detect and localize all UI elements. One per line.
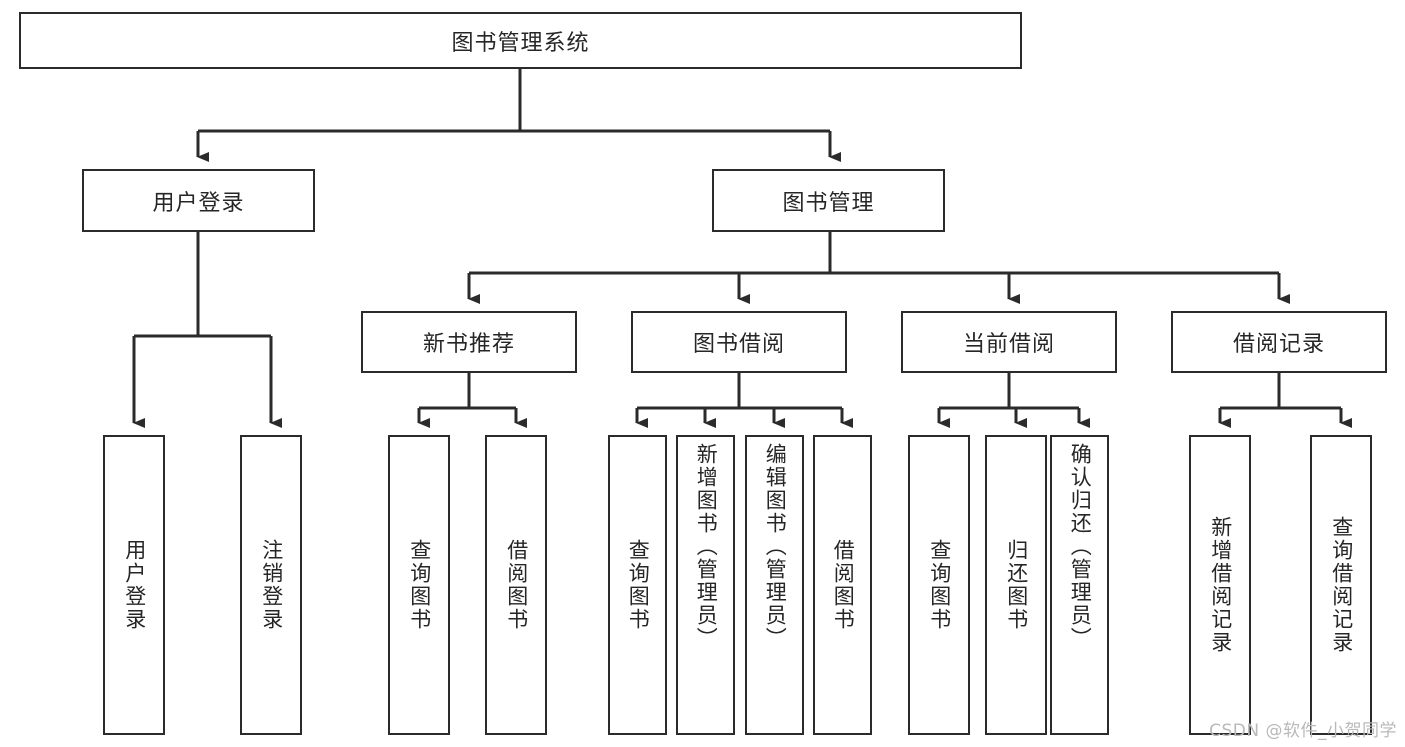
leaf-node-inner: 确认归还（管理员） bbox=[1052, 443, 1107, 727]
leaf-node-label: 新增图书（管理员） bbox=[694, 443, 719, 650]
leaf-node-label: 归还图书 bbox=[1004, 539, 1029, 631]
leaf-node-label: 确认归还（管理员） bbox=[1068, 443, 1093, 650]
leaf-node-label: 借阅图书 bbox=[504, 539, 529, 631]
node-level3-1[interactable]: 图书借阅 bbox=[631, 311, 847, 373]
leaf-node-inner: 新增借阅记录 bbox=[1191, 443, 1249, 727]
leaf-node-4[interactable]: 查询图书 bbox=[608, 435, 667, 735]
leaf-node-label: 查询图书 bbox=[927, 539, 952, 631]
leaf-node-inner: 注销登录 bbox=[242, 443, 300, 727]
node-level3-2[interactable]: 当前借阅 bbox=[901, 311, 1117, 373]
leaf-node-label: 编辑图书（管理员） bbox=[763, 443, 788, 650]
leaf-node-3[interactable]: 借阅图书 bbox=[485, 435, 547, 735]
leaf-node-label: 查询图书 bbox=[407, 539, 432, 631]
leaf-node-1[interactable]: 注销登录 bbox=[240, 435, 302, 735]
leaf-node-inner: 新增图书（管理员） bbox=[678, 443, 733, 727]
leaf-node-label: 注销登录 bbox=[259, 539, 284, 631]
leaf-node-12[interactable]: 查询借阅记录 bbox=[1310, 435, 1372, 735]
leaf-node-7[interactable]: 借阅图书 bbox=[813, 435, 872, 735]
node-root[interactable]: 图书管理系统 bbox=[19, 12, 1022, 69]
leaf-node-inner: 查询图书 bbox=[910, 443, 968, 727]
leaf-node-inner: 编辑图书（管理员） bbox=[747, 443, 802, 727]
leaf-node-6[interactable]: 编辑图书（管理员） bbox=[745, 435, 804, 735]
leaf-node-5[interactable]: 新增图书（管理员） bbox=[676, 435, 735, 735]
leaf-node-label: 用户登录 bbox=[122, 539, 147, 631]
leaf-node-0[interactable]: 用户登录 bbox=[103, 435, 165, 735]
leaf-node-11[interactable]: 新增借阅记录 bbox=[1189, 435, 1251, 735]
node-level2-0[interactable]: 用户登录 bbox=[82, 169, 315, 232]
leaf-node-label: 新增借阅记录 bbox=[1208, 516, 1233, 654]
node-level3-3[interactable]: 借阅记录 bbox=[1171, 311, 1387, 373]
leaf-node-2[interactable]: 查询图书 bbox=[388, 435, 450, 735]
leaf-node-inner: 用户登录 bbox=[105, 443, 163, 727]
leaf-node-inner: 查询借阅记录 bbox=[1312, 443, 1370, 727]
leaf-node-inner: 查询图书 bbox=[390, 443, 448, 727]
leaf-node-8[interactable]: 查询图书 bbox=[908, 435, 970, 735]
leaf-node-label: 查询图书 bbox=[626, 539, 651, 631]
leaf-node-10[interactable]: 确认归还（管理员） bbox=[1050, 435, 1109, 735]
node-level2-1[interactable]: 图书管理 bbox=[712, 169, 945, 232]
leaf-node-inner: 借阅图书 bbox=[815, 443, 870, 727]
leaf-node-9[interactable]: 归还图书 bbox=[985, 435, 1047, 735]
leaf-node-label: 借阅图书 bbox=[831, 539, 856, 631]
leaf-node-label: 查询借阅记录 bbox=[1329, 516, 1354, 654]
leaf-node-inner: 查询图书 bbox=[610, 443, 665, 727]
leaf-node-inner: 归还图书 bbox=[987, 443, 1045, 727]
leaf-node-inner: 借阅图书 bbox=[487, 443, 545, 727]
node-level3-0[interactable]: 新书推荐 bbox=[361, 311, 577, 373]
